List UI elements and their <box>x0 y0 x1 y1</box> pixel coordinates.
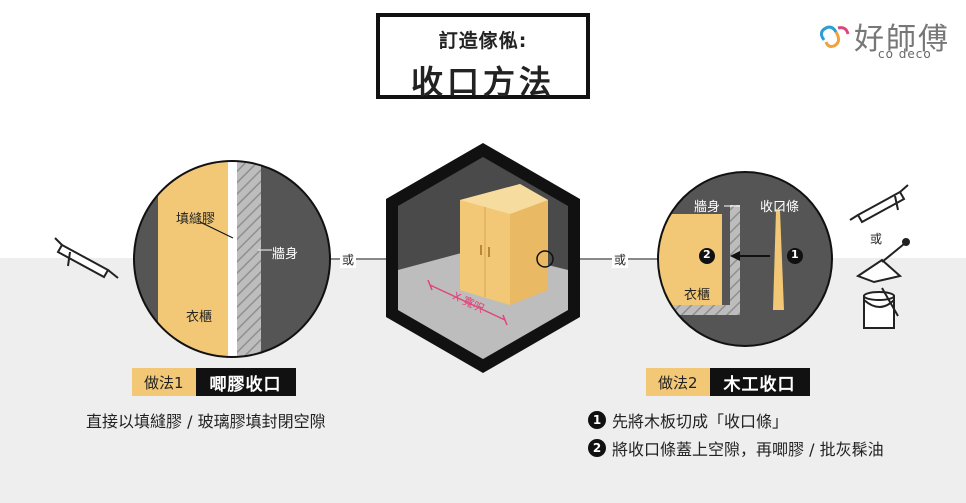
wall-label: 牆身 <box>272 247 299 262</box>
method1-name: 唧膠收口 <box>195 368 296 396</box>
cabinet-label: 衣櫃 <box>684 288 711 303</box>
or-label-right: 或 <box>612 251 629 268</box>
marker-2: 2 <box>703 248 711 261</box>
step-text: 將收口條蓋上空隙，再唧膠 / 批灰髹油 <box>612 440 884 459</box>
method2-number: 做法2 <box>646 368 710 396</box>
center-room-hexagon <box>386 143 580 373</box>
caulk-gun-icon <box>54 237 119 279</box>
method1-tag: 做法1 唧膠收口 <box>132 368 296 396</box>
paint-bucket-icon <box>863 287 899 329</box>
logo-subtitle: co deco <box>878 47 932 61</box>
wall-label: 牆身 <box>694 200 721 215</box>
or-label-left: 或 <box>340 251 357 268</box>
method2-circle <box>657 171 833 347</box>
method2-tag: 做法2 木工收口 <box>646 368 810 396</box>
filler-label: 填縫膠 <box>176 212 216 227</box>
title-box: 訂造傢俬: 收口方法 <box>376 13 590 101</box>
method1-number: 做法1 <box>132 368 196 396</box>
or-label-tools: 或 <box>870 232 883 246</box>
logo-text: 好師傅 <box>854 22 950 57</box>
logo-icon <box>819 25 850 48</box>
method2-name: 木工收口 <box>709 368 810 396</box>
method1-circle <box>133 160 331 358</box>
step-number: 2 <box>588 439 606 457</box>
marker-1: 1 <box>791 248 799 261</box>
step-number: 1 <box>588 411 606 429</box>
caulk-gun-icon <box>849 184 909 224</box>
brand-logo: 好師傅 co deco <box>818 14 958 64</box>
page-title: 收口方法 <box>410 63 555 101</box>
method2-step: 1 先將木板切成「收口條」 <box>588 408 788 432</box>
method1-description: 直接以填縫膠 / 玻璃膠填封閉空隙 <box>86 412 326 431</box>
title-small: 訂造傢俬: <box>438 30 528 52</box>
cabinet-label: 衣櫃 <box>186 310 213 325</box>
step-text: 先將木板切成「收口條」 <box>612 412 789 431</box>
putty-knife-icon <box>855 238 910 284</box>
method2-step: 2 將收口條蓋上空隙，再唧膠 / 批灰髹油 <box>588 436 884 460</box>
strip-label: 收口條 <box>760 200 800 215</box>
